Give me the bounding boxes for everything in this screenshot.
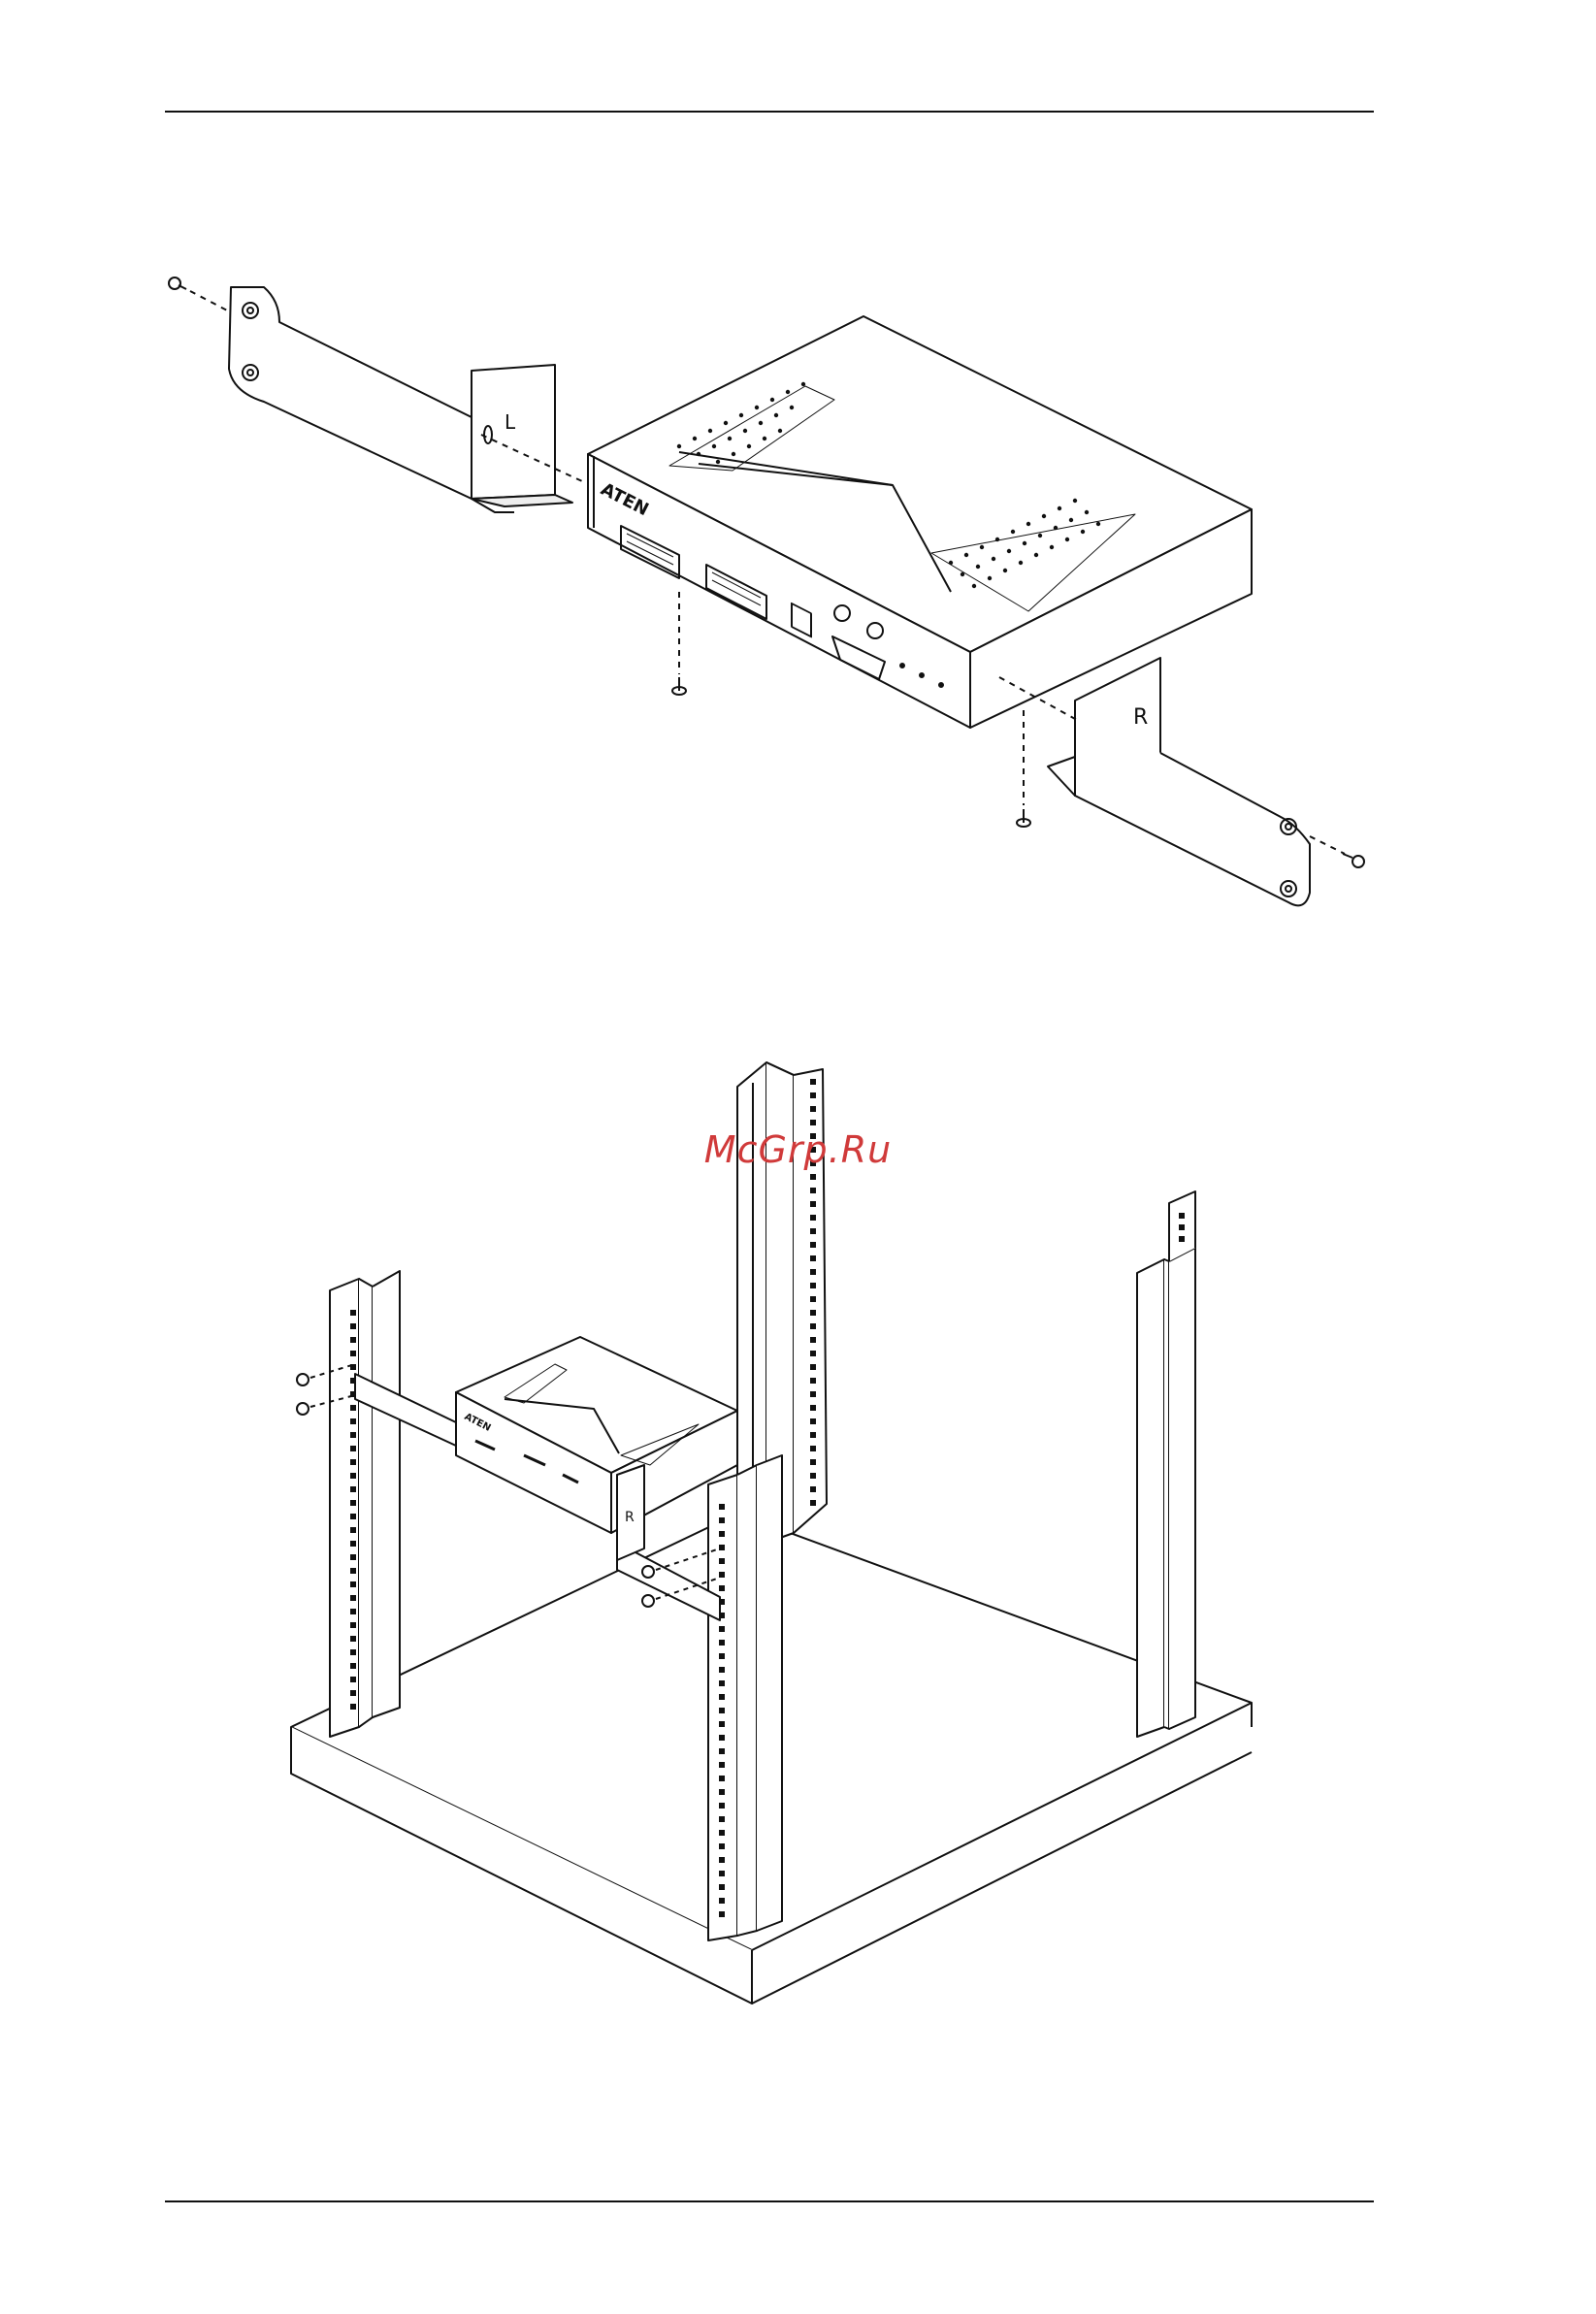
header-rule [165,111,1374,113]
right-bracket-mark: R [1133,705,1148,730]
right-rack-post [1137,1191,1195,1737]
screw-icon [169,277,186,289]
left-bracket-mark: L [505,410,516,434]
front-rack-post [708,1455,782,1940]
watermark-text: McGrp.Ru [0,1128,1596,1171]
screw-icon [1343,854,1364,867]
bracket-assembly-diagram: L [0,262,1596,941]
screw-icon [297,1403,309,1415]
left-rack-post [330,1271,400,1737]
left-mounting-bracket: L [229,287,572,512]
footer-rule [165,2200,1374,2202]
rack-installation-diagram: R ATEN [0,1058,1596,2028]
mounted-extender: R ATEN [355,1337,737,1620]
right-bracket-mark-small: R [625,1510,635,1525]
screw-icon [1017,809,1030,827]
screw-icon [672,677,686,695]
right-mounting-bracket: R [1048,658,1310,905]
screw-icon [297,1374,309,1385]
